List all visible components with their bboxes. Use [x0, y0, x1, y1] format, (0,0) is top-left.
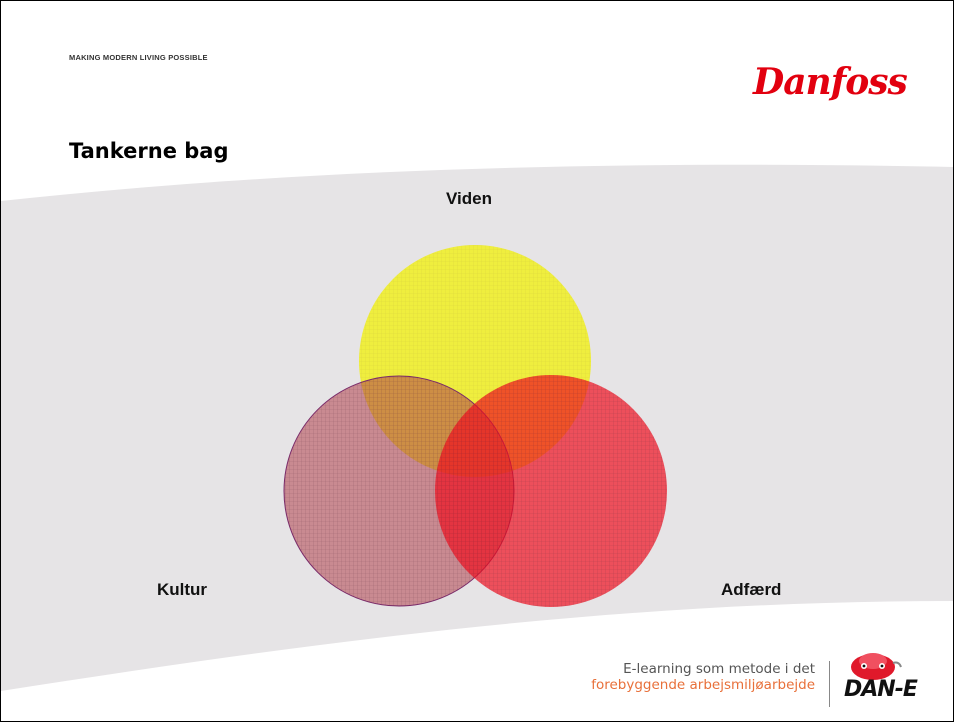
label-kultur: Kultur: [157, 580, 208, 599]
label-adfaerd: Adfærd: [721, 580, 782, 599]
footer-line-2: forebyggende arbejsmiljøarbejde: [591, 677, 815, 693]
mascot-icon: [851, 653, 902, 680]
mascot-wordmark: DAN-E: [844, 677, 918, 702]
footer-divider: [829, 661, 830, 707]
footer-caption: E-learning som metode i det forebyggende…: [591, 661, 815, 693]
venn-diagram: [283, 245, 667, 607]
venn-circle-adfaerd-grid: [435, 375, 667, 607]
footer-line-1: E-learning som metode i det: [623, 661, 815, 677]
tagline: MAKING MODERN LIVING POSSIBLE: [69, 53, 208, 62]
danfoss-logo: Danfoss: [753, 61, 908, 103]
label-viden: Viden: [446, 189, 492, 208]
slide-title: Tankerne bag: [69, 139, 229, 163]
